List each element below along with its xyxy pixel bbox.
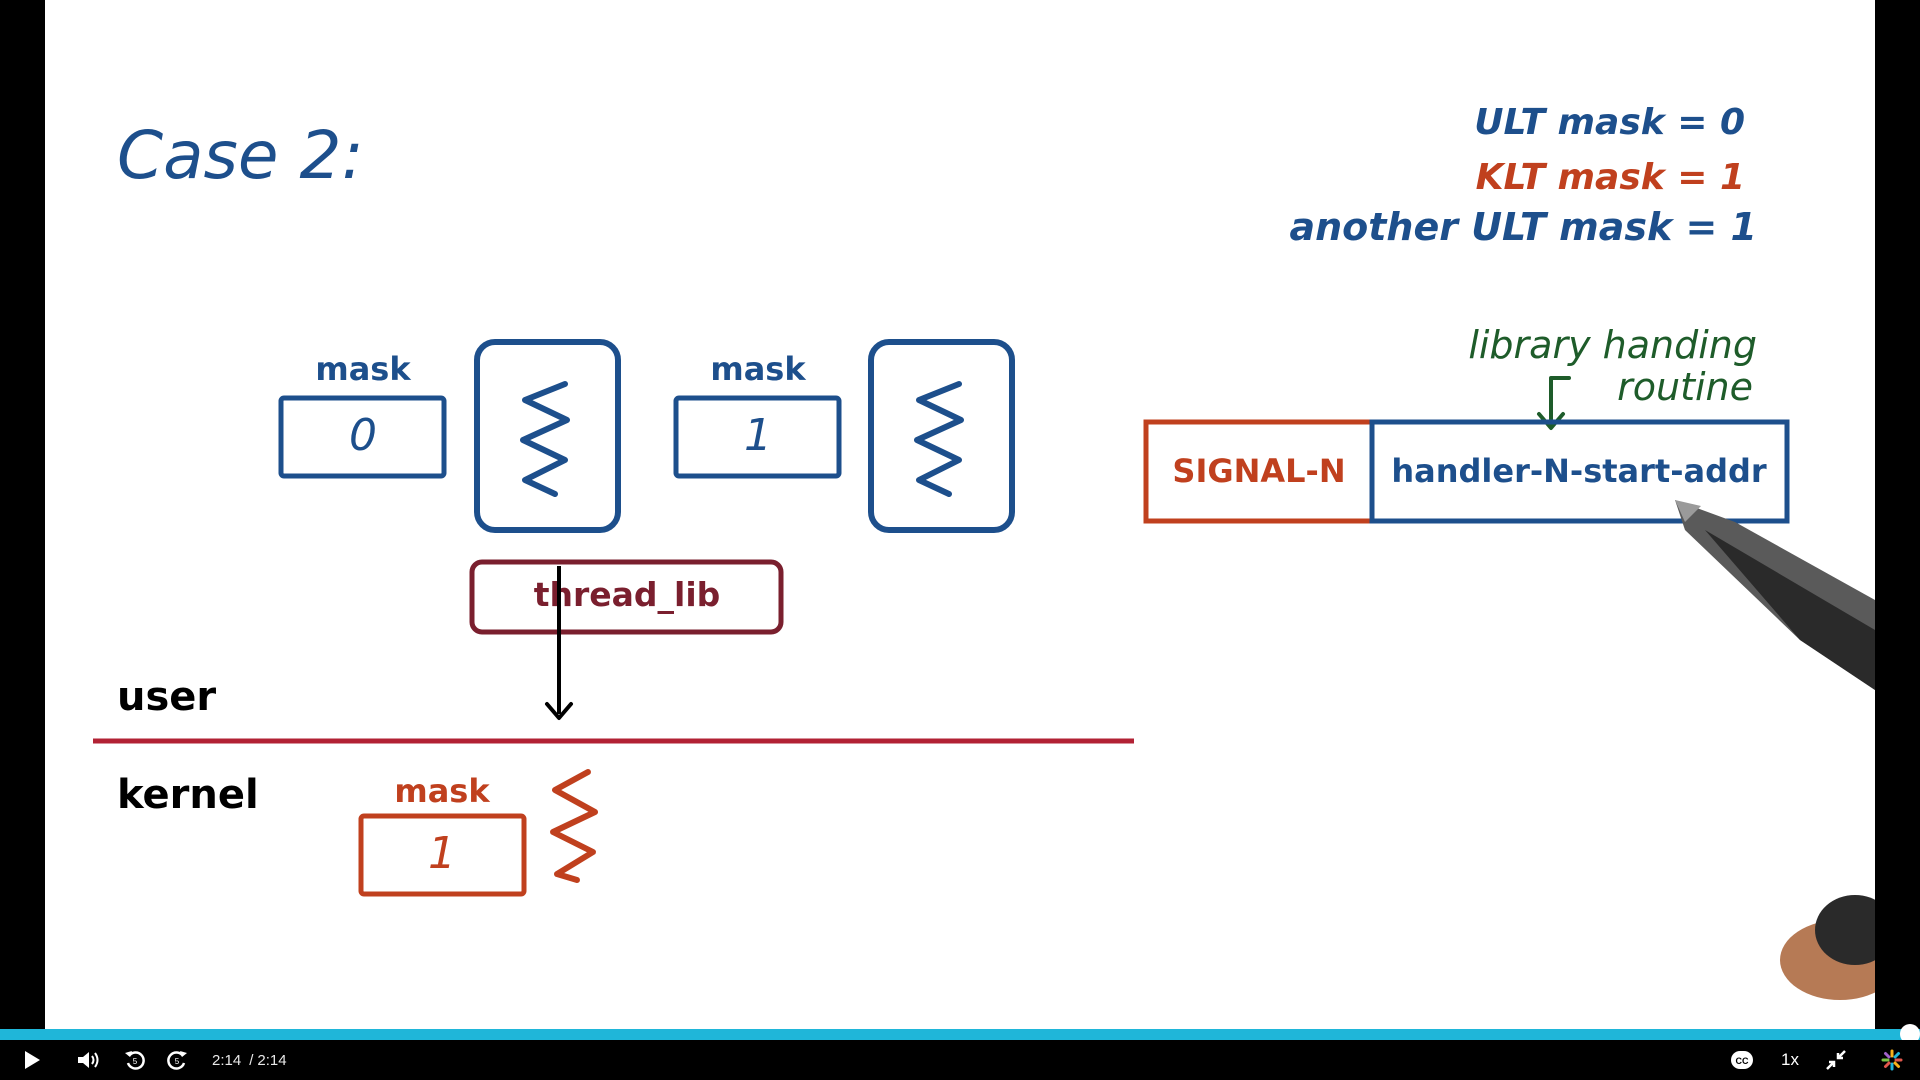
svg-text:5: 5 bbox=[133, 1057, 138, 1066]
volume-button[interactable] bbox=[70, 1040, 108, 1080]
ult1-mask-box bbox=[278, 395, 447, 479]
handler-cell bbox=[1369, 419, 1790, 524]
captions-button[interactable]: CC bbox=[1724, 1040, 1760, 1080]
note-ult-mask: ULT mask = 0 bbox=[1474, 102, 1745, 143]
current-time: 2:14 bbox=[212, 1051, 242, 1069]
video-frame[interactable]: Case 2: ULT mask = 0 KLT mask = 1 anothe… bbox=[45, 0, 1875, 1029]
progress-handle[interactable] bbox=[1900, 1024, 1920, 1044]
klt-mask-value: 1 bbox=[428, 828, 456, 879]
play-icon bbox=[25, 1051, 40, 1069]
ult2-mask-value: 1 bbox=[744, 410, 772, 461]
ult1-thread-squiggle-icon bbox=[520, 381, 570, 497]
library-note-line2: routine bbox=[1617, 365, 1753, 409]
pen-image bbox=[1675, 500, 1875, 1000]
rewind-icon: 5 bbox=[125, 1051, 145, 1070]
time-display: 2:14 / 2:14 bbox=[212, 1040, 287, 1080]
rewind-button[interactable]: 5 bbox=[118, 1040, 152, 1080]
signal-label: SIGNAL-N bbox=[1172, 452, 1345, 490]
brand-logo[interactable] bbox=[1874, 1040, 1910, 1080]
library-note-arrow-icon bbox=[1537, 376, 1571, 430]
speed-label: 1x bbox=[1781, 1050, 1799, 1069]
library-note-line1: library handing bbox=[1468, 323, 1757, 367]
exit-fullscreen-icon bbox=[1826, 1050, 1846, 1070]
brand-logo-icon bbox=[1881, 1049, 1903, 1071]
volume-icon bbox=[78, 1052, 99, 1068]
play-button[interactable] bbox=[14, 1040, 50, 1080]
kernel-label: kernel bbox=[117, 772, 259, 818]
duration: 2:14 bbox=[257, 1051, 287, 1069]
down-arrow-icon bbox=[545, 702, 573, 720]
progress-fill bbox=[0, 1029, 1920, 1040]
thread-lib-label: thread_lib bbox=[534, 575, 721, 614]
handler-label: handler-N-start-addr bbox=[1391, 452, 1767, 490]
speed-button[interactable]: 1x bbox=[1770, 1040, 1810, 1080]
forward-button[interactable]: 5 bbox=[160, 1040, 194, 1080]
progress-bar[interactable] bbox=[0, 1024, 1920, 1044]
klt-mask-box bbox=[358, 813, 527, 897]
thread-lib-box bbox=[469, 559, 784, 635]
svg-text:CC: CC bbox=[1736, 1056, 1749, 1066]
ult2-mask-box bbox=[673, 395, 842, 479]
note-klt-mask: KLT mask = 1 bbox=[1476, 157, 1745, 198]
note-another-ult-mask: another ULT mask = 1 bbox=[1289, 205, 1757, 249]
ult1-thread-box bbox=[474, 339, 621, 533]
klt-mask-label: mask bbox=[394, 772, 490, 810]
forward-icon: 5 bbox=[167, 1051, 187, 1070]
lecture-slide: Case 2: ULT mask = 0 KLT mask = 1 anothe… bbox=[93, 102, 1875, 1000]
ult2-thread-squiggle-icon bbox=[914, 381, 964, 497]
heading-text: Case 2: bbox=[117, 117, 364, 194]
klt-thread-squiggle-icon bbox=[550, 769, 598, 883]
user-label: user bbox=[117, 674, 216, 720]
captions-icon: CC bbox=[1731, 1051, 1753, 1069]
svg-text:5: 5 bbox=[175, 1057, 180, 1066]
time-separator: / bbox=[249, 1051, 254, 1069]
ult2-thread-box bbox=[868, 339, 1015, 533]
ult1-mask-label: mask bbox=[315, 350, 411, 388]
ult2-mask-label: mask bbox=[710, 350, 806, 388]
ult1-mask-value: 0 bbox=[349, 410, 377, 461]
exit-fullscreen-button[interactable] bbox=[1818, 1040, 1854, 1080]
control-bar: 5 5 2:14 / 2:14 CC 1x bbox=[0, 1040, 1920, 1080]
